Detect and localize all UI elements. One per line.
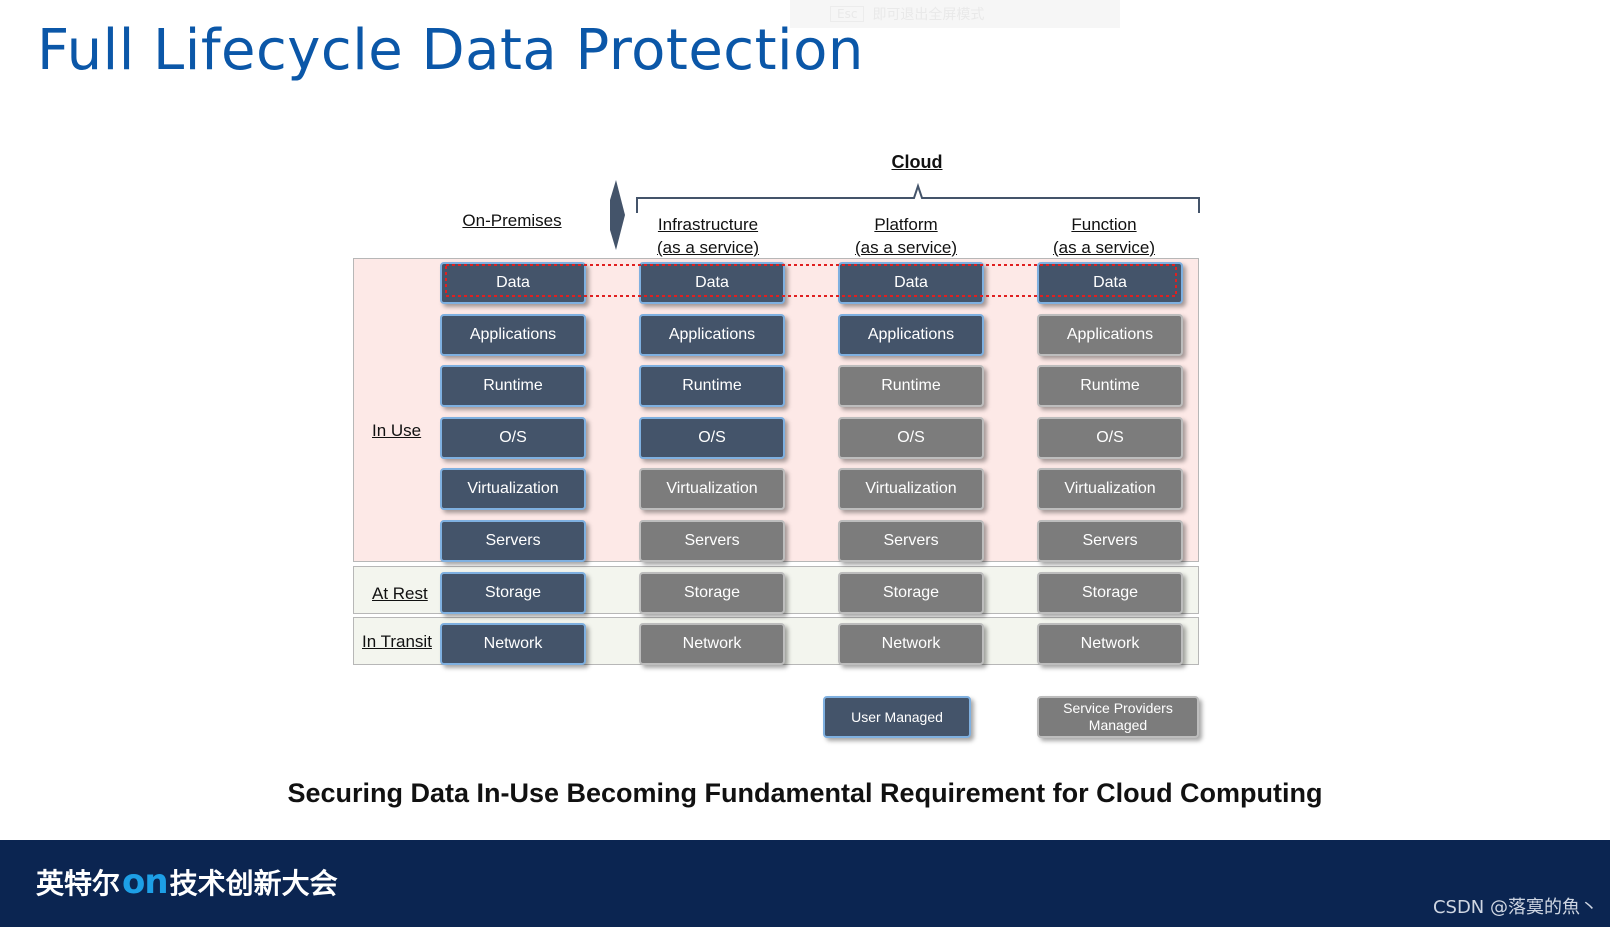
layer-box-faas-applications: Applications xyxy=(1037,314,1183,356)
fullscreen-exit-text: 即可退出全屏模式 xyxy=(872,7,985,23)
layer-box-onprem-os: O/S xyxy=(440,417,586,459)
col-header-line2: (as a service) xyxy=(1052,238,1156,257)
col-header-line2: (as a service) xyxy=(854,238,958,257)
layer-box-onprem-servers: Servers xyxy=(440,520,586,562)
layer-box-onprem-network: Network xyxy=(440,623,586,665)
layer-box-paas-data: Data xyxy=(838,262,984,304)
row-label-at-rest: At Rest xyxy=(372,584,428,603)
legend-user-managed: User Managed xyxy=(823,696,971,738)
event-brand-logo: 英特尔 on 技术创新大会 xyxy=(36,862,338,902)
layer-box-faas-os: O/S xyxy=(1037,417,1183,459)
layer-box-paas-servers: Servers xyxy=(838,520,984,562)
layer-box-iaas-data: Data xyxy=(639,262,785,304)
layer-box-onprem-virtualization: Virtualization xyxy=(440,468,586,510)
layer-box-onprem-runtime: Runtime xyxy=(440,365,586,407)
layer-box-paas-applications: Applications xyxy=(838,314,984,356)
slide-title: Full Lifecycle Data Protection xyxy=(37,18,864,83)
layer-box-iaas-applications: Applications xyxy=(639,314,785,356)
layer-box-faas-runtime: Runtime xyxy=(1037,365,1183,407)
layer-box-faas-network: Network xyxy=(1037,623,1183,665)
col-header-line2: (as a service) xyxy=(656,238,760,257)
col-header-line1: Platform xyxy=(874,215,938,234)
layer-box-paas-storage: Storage xyxy=(838,572,984,614)
layer-box-iaas-os: O/S xyxy=(639,417,785,459)
col-header-on-premises: On-Premises xyxy=(462,209,561,232)
layer-box-faas-virtualization: Virtualization xyxy=(1037,468,1183,510)
legend-provider-line2: Managed xyxy=(1088,717,1148,733)
esc-key-badge: Esc xyxy=(830,6,865,22)
brand-right-text: 技术创新大会 xyxy=(169,867,338,900)
layer-box-paas-network: Network xyxy=(838,623,984,665)
col-header-line1: On-Premises xyxy=(462,211,562,230)
layer-box-iaas-storage: Storage xyxy=(639,572,785,614)
csdn-watermark: CSDN @落寞的魚丶 xyxy=(1432,897,1598,918)
brand-left-text: 英特尔 xyxy=(36,867,121,900)
in-use-zone xyxy=(353,258,1199,562)
col-header-faas: Function (as a service) xyxy=(1053,213,1155,259)
layer-box-iaas-network: Network xyxy=(639,623,785,665)
layer-box-paas-virtualization: Virtualization xyxy=(838,468,984,510)
layer-box-faas-storage: Storage xyxy=(1037,572,1183,614)
row-label-in-transit: In Transit xyxy=(362,632,432,651)
layer-box-faas-servers: Servers xyxy=(1037,520,1183,562)
layer-box-paas-os: O/S xyxy=(838,417,984,459)
slide-subtitle: Securing Data In-Use Becoming Fundamenta… xyxy=(287,778,1323,808)
layer-box-onprem-applications: Applications xyxy=(440,314,586,356)
cloud-bracket xyxy=(610,180,1200,250)
layer-box-iaas-servers: Servers xyxy=(639,520,785,562)
layer-box-iaas-runtime: Runtime xyxy=(639,365,785,407)
col-header-line1: Infrastructure xyxy=(657,215,759,234)
cloud-label: Cloud xyxy=(891,152,943,172)
layer-box-onprem-storage: Storage xyxy=(440,572,586,614)
layer-box-paas-runtime: Runtime xyxy=(838,365,984,407)
layer-box-iaas-virtualization: Virtualization xyxy=(639,468,785,510)
cloud-arrow-icon xyxy=(610,180,625,250)
col-header-paas: Platform (as a service) xyxy=(855,213,957,259)
row-label-in-use: In Use xyxy=(372,421,422,440)
brand-on-mark: on xyxy=(122,862,169,902)
col-header-iaas: Infrastructure (as a service) xyxy=(657,213,759,259)
layer-box-faas-data: Data xyxy=(1037,262,1183,304)
col-header-line1: Function xyxy=(1071,215,1137,234)
fullscreen-exit-hint: Esc 即可退出全屏模式 xyxy=(790,0,1120,28)
footer-bar: 英特尔 on 技术创新大会 CSDN @落寞的魚丶 xyxy=(0,840,1610,927)
legend-service-provider-managed: Service Providers Managed xyxy=(1037,696,1199,738)
legend-provider-line1: Service Providers xyxy=(1063,700,1173,716)
layer-box-onprem-data: Data xyxy=(440,262,586,304)
